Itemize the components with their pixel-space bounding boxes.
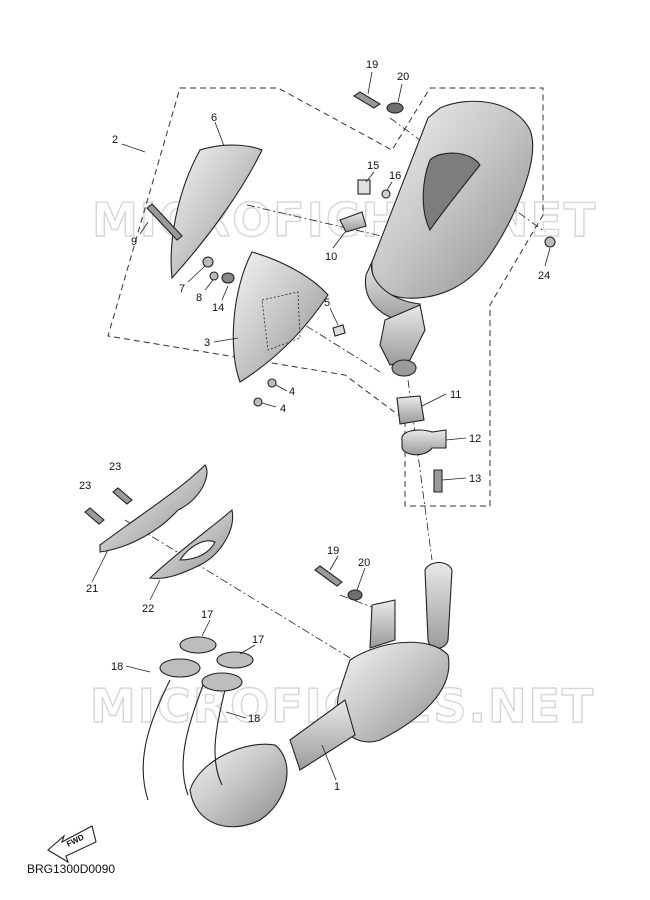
callout-20-lower: 20 — [358, 557, 370, 569]
callout-24: 24 — [538, 270, 550, 282]
callout-10: 10 — [325, 251, 337, 263]
fastener-group — [84, 91, 556, 601]
bracket-10 — [339, 211, 367, 233]
callout-15: 15 — [367, 160, 379, 172]
callout-3: 3 — [204, 337, 210, 349]
callout-12: 12 — [469, 433, 481, 445]
callout-17-right: 17 — [252, 634, 264, 646]
protector-6 — [170, 144, 263, 280]
callout-23-upper: 23 — [109, 461, 121, 473]
diagram-code: BRG1300D0090 — [27, 862, 116, 876]
callout-13: 13 — [469, 473, 481, 485]
callout-8: 8 — [196, 292, 202, 304]
callout-4-upper: 4 — [289, 386, 295, 398]
group-boundary-muffler — [107, 87, 544, 507]
callout-17-left: 17 — [201, 609, 213, 621]
callout-21: 21 — [86, 583, 98, 595]
callout-20-upper: 20 — [397, 71, 409, 83]
ref-line-4 — [407, 379, 433, 561]
collar-16 — [381, 189, 391, 199]
callout-19-upper: 19 — [366, 59, 378, 71]
callout-labels: 2 6 9 7 8 14 3 5 4 4 10 15 16 19 20 24 1… — [79, 59, 550, 793]
callout-2: 2 — [112, 134, 118, 146]
protector-21 — [99, 464, 208, 553]
callout-1: 1 — [334, 781, 340, 793]
protector-22-cutout — [178, 540, 216, 561]
ref-line-5 — [124, 519, 351, 659]
exhaust-pipe-assembly — [142, 561, 453, 828]
callout-6: 6 — [211, 112, 217, 124]
leader-lines — [91, 71, 551, 781]
callout-16: 16 — [389, 170, 401, 182]
callout-23-lower: 23 — [79, 480, 91, 492]
callout-9: 9 — [131, 236, 137, 248]
callout-19-lower: 19 — [327, 545, 339, 557]
ref-line-2 — [251, 291, 381, 373]
damper-15 — [357, 179, 371, 195]
protector-22 — [148, 508, 234, 579]
callout-14: 14 — [212, 302, 224, 314]
callout-4-lower: 4 — [280, 403, 286, 415]
protector-3-outline — [261, 291, 301, 351]
fwd-arrow-icon: FWD — [47, 825, 97, 864]
callout-11: 11 — [450, 389, 461, 401]
callout-18-left: 18 — [111, 661, 123, 673]
callout-5: 5 — [324, 297, 330, 309]
protector-3 — [232, 251, 329, 383]
callout-18-right: 18 — [248, 713, 260, 725]
muffler — [364, 100, 534, 377]
callout-22: 22 — [142, 603, 154, 615]
callout-7: 7 — [179, 283, 185, 295]
